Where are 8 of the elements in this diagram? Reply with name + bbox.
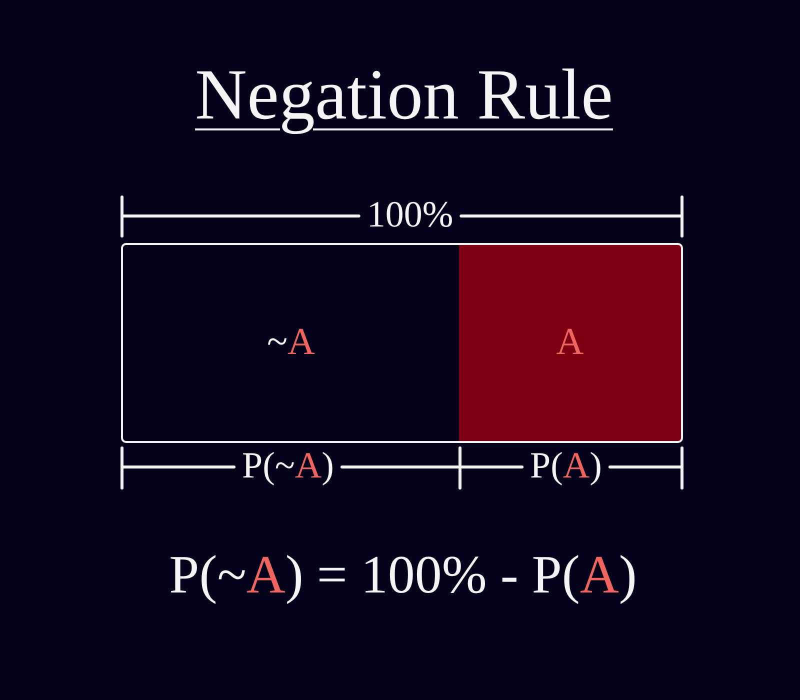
dimension-label: 100% bbox=[366, 196, 454, 236]
region-label: ~A bbox=[267, 322, 315, 364]
title-heading: Negation Rule bbox=[195, 55, 613, 135]
event-region bbox=[459, 243, 683, 443]
formula-text: P(~A) = 100% - P(A) bbox=[169, 545, 637, 605]
dimension-label: P(A) bbox=[530, 446, 602, 488]
region-label: A bbox=[556, 322, 584, 364]
dimension-label: P(~A) bbox=[242, 446, 334, 488]
